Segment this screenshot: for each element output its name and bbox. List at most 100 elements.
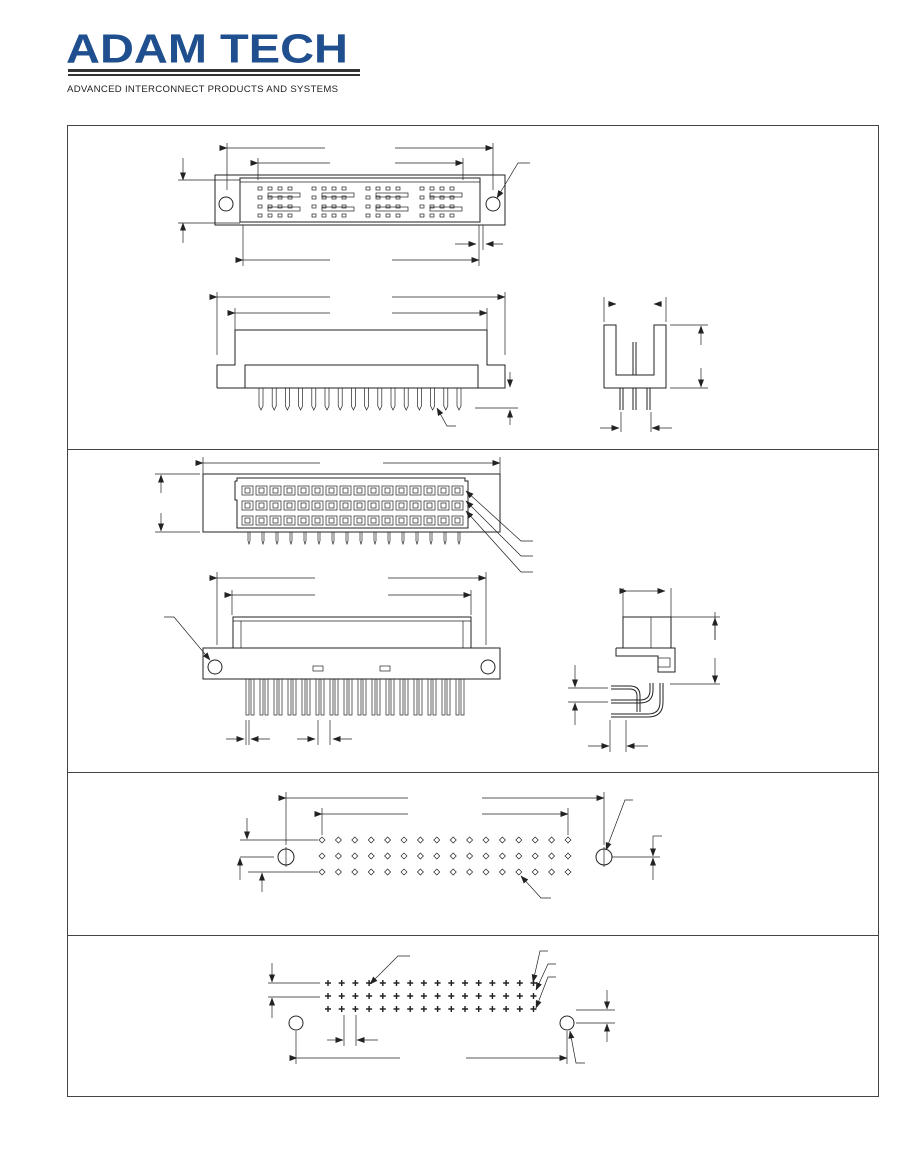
contact-cell [321,186,327,191]
socket-contact [342,487,349,494]
pcb-hole-marker [475,980,482,986]
contact-cell [341,213,347,218]
pin-column-b [250,678,255,716]
socket-contact [314,517,321,524]
socket-cell [395,500,408,511]
pin-column-a [455,678,460,716]
contact-slot [267,192,301,198]
pin-column-b [306,678,311,716]
socket-contact [412,487,419,494]
socket-cell [381,500,394,511]
socket-cell [325,500,338,511]
tail-pin [443,532,447,546]
socket-cell [437,485,450,496]
contact-cell [375,213,381,218]
socket-contact [356,487,363,494]
socket-contact [328,502,335,509]
top-view [178,143,530,266]
pcb-hole [531,836,539,844]
pcb-hole [384,852,392,860]
contact-cell [439,195,445,200]
contact-cell [429,195,435,200]
tail-pin [331,532,335,546]
pcb-hole-marker [462,1006,468,1012]
socket-contact [454,487,461,494]
contact-cell [321,213,327,218]
contact-cell [287,186,293,191]
pin-column-b [376,678,381,716]
pcb-hole-marker [379,1006,386,1012]
pcb-hole-marker [366,1006,373,1012]
tail-pin [261,532,265,546]
contact-cell [365,195,371,200]
pcb-hole [482,836,490,844]
pin-column-a [287,678,292,716]
socket-cell [353,500,366,511]
socket-contact [370,517,377,524]
contact-cell [429,186,435,191]
pin-column-b [446,678,451,716]
pin-column-b [278,678,283,716]
pcb-hole [449,868,457,876]
contact-cell [321,195,327,200]
tail-pin [387,532,391,546]
socket-contact [272,517,279,524]
tail-pin [289,532,293,546]
contact-cell [375,204,381,209]
socket-cell [297,500,310,511]
connector-pin [377,388,383,411]
socket-contact [426,487,433,494]
contact-cell [385,213,391,218]
contact-cell [331,195,337,200]
pcb-hole [564,836,572,844]
pcb-hole [433,852,441,860]
socket-cell [395,515,408,526]
pcb-hole [482,852,490,860]
pcb-hole [367,868,375,876]
socket-cell [269,485,282,496]
connector-pin [351,388,356,411]
socket-cell [311,500,324,511]
pin-column-b [418,678,423,716]
pin-column-b [334,678,339,716]
socket-cell [325,485,338,496]
pcb-hole-marker [325,980,331,986]
contact-cell [385,195,391,200]
socket-cell [423,500,436,511]
pcb-hole-marker [503,993,510,999]
connector-pin [285,388,290,411]
socket-cell [283,500,296,511]
contact-cell [395,186,401,191]
connector-pin [258,388,264,411]
pcb-hole-marker [516,1006,523,1012]
socket-cell [255,515,268,526]
contact-slot [321,206,355,212]
contact-cell [267,204,273,209]
pcb-hole [334,836,342,844]
contact-cell [341,186,347,191]
pin-column-b [404,678,409,716]
socket-cell [311,485,324,496]
socket-contact [244,517,251,524]
pcb-hole-marker [503,1006,510,1012]
pcb-hole [351,868,359,876]
pcb-hole [400,868,408,876]
pcb-hole-marker [489,980,496,986]
socket-cell [269,500,282,511]
socket-cell [423,515,436,526]
tail-pin [457,532,461,546]
pcb-hole-marker [434,1006,441,1012]
connector-pin [403,388,409,411]
socket-contact [398,487,405,494]
socket-cell [395,485,408,496]
pcb-hole [416,836,424,844]
pin-column-a [245,678,250,716]
socket-contact [272,487,279,494]
pcb-hole [351,852,359,860]
pcb-hole [449,836,457,844]
company-logo: ADAM TECH [66,28,366,98]
contact-cell [365,204,371,209]
pcb-hole-marker [420,980,427,986]
pcb-hole [548,836,556,844]
socket-cell [367,500,380,511]
